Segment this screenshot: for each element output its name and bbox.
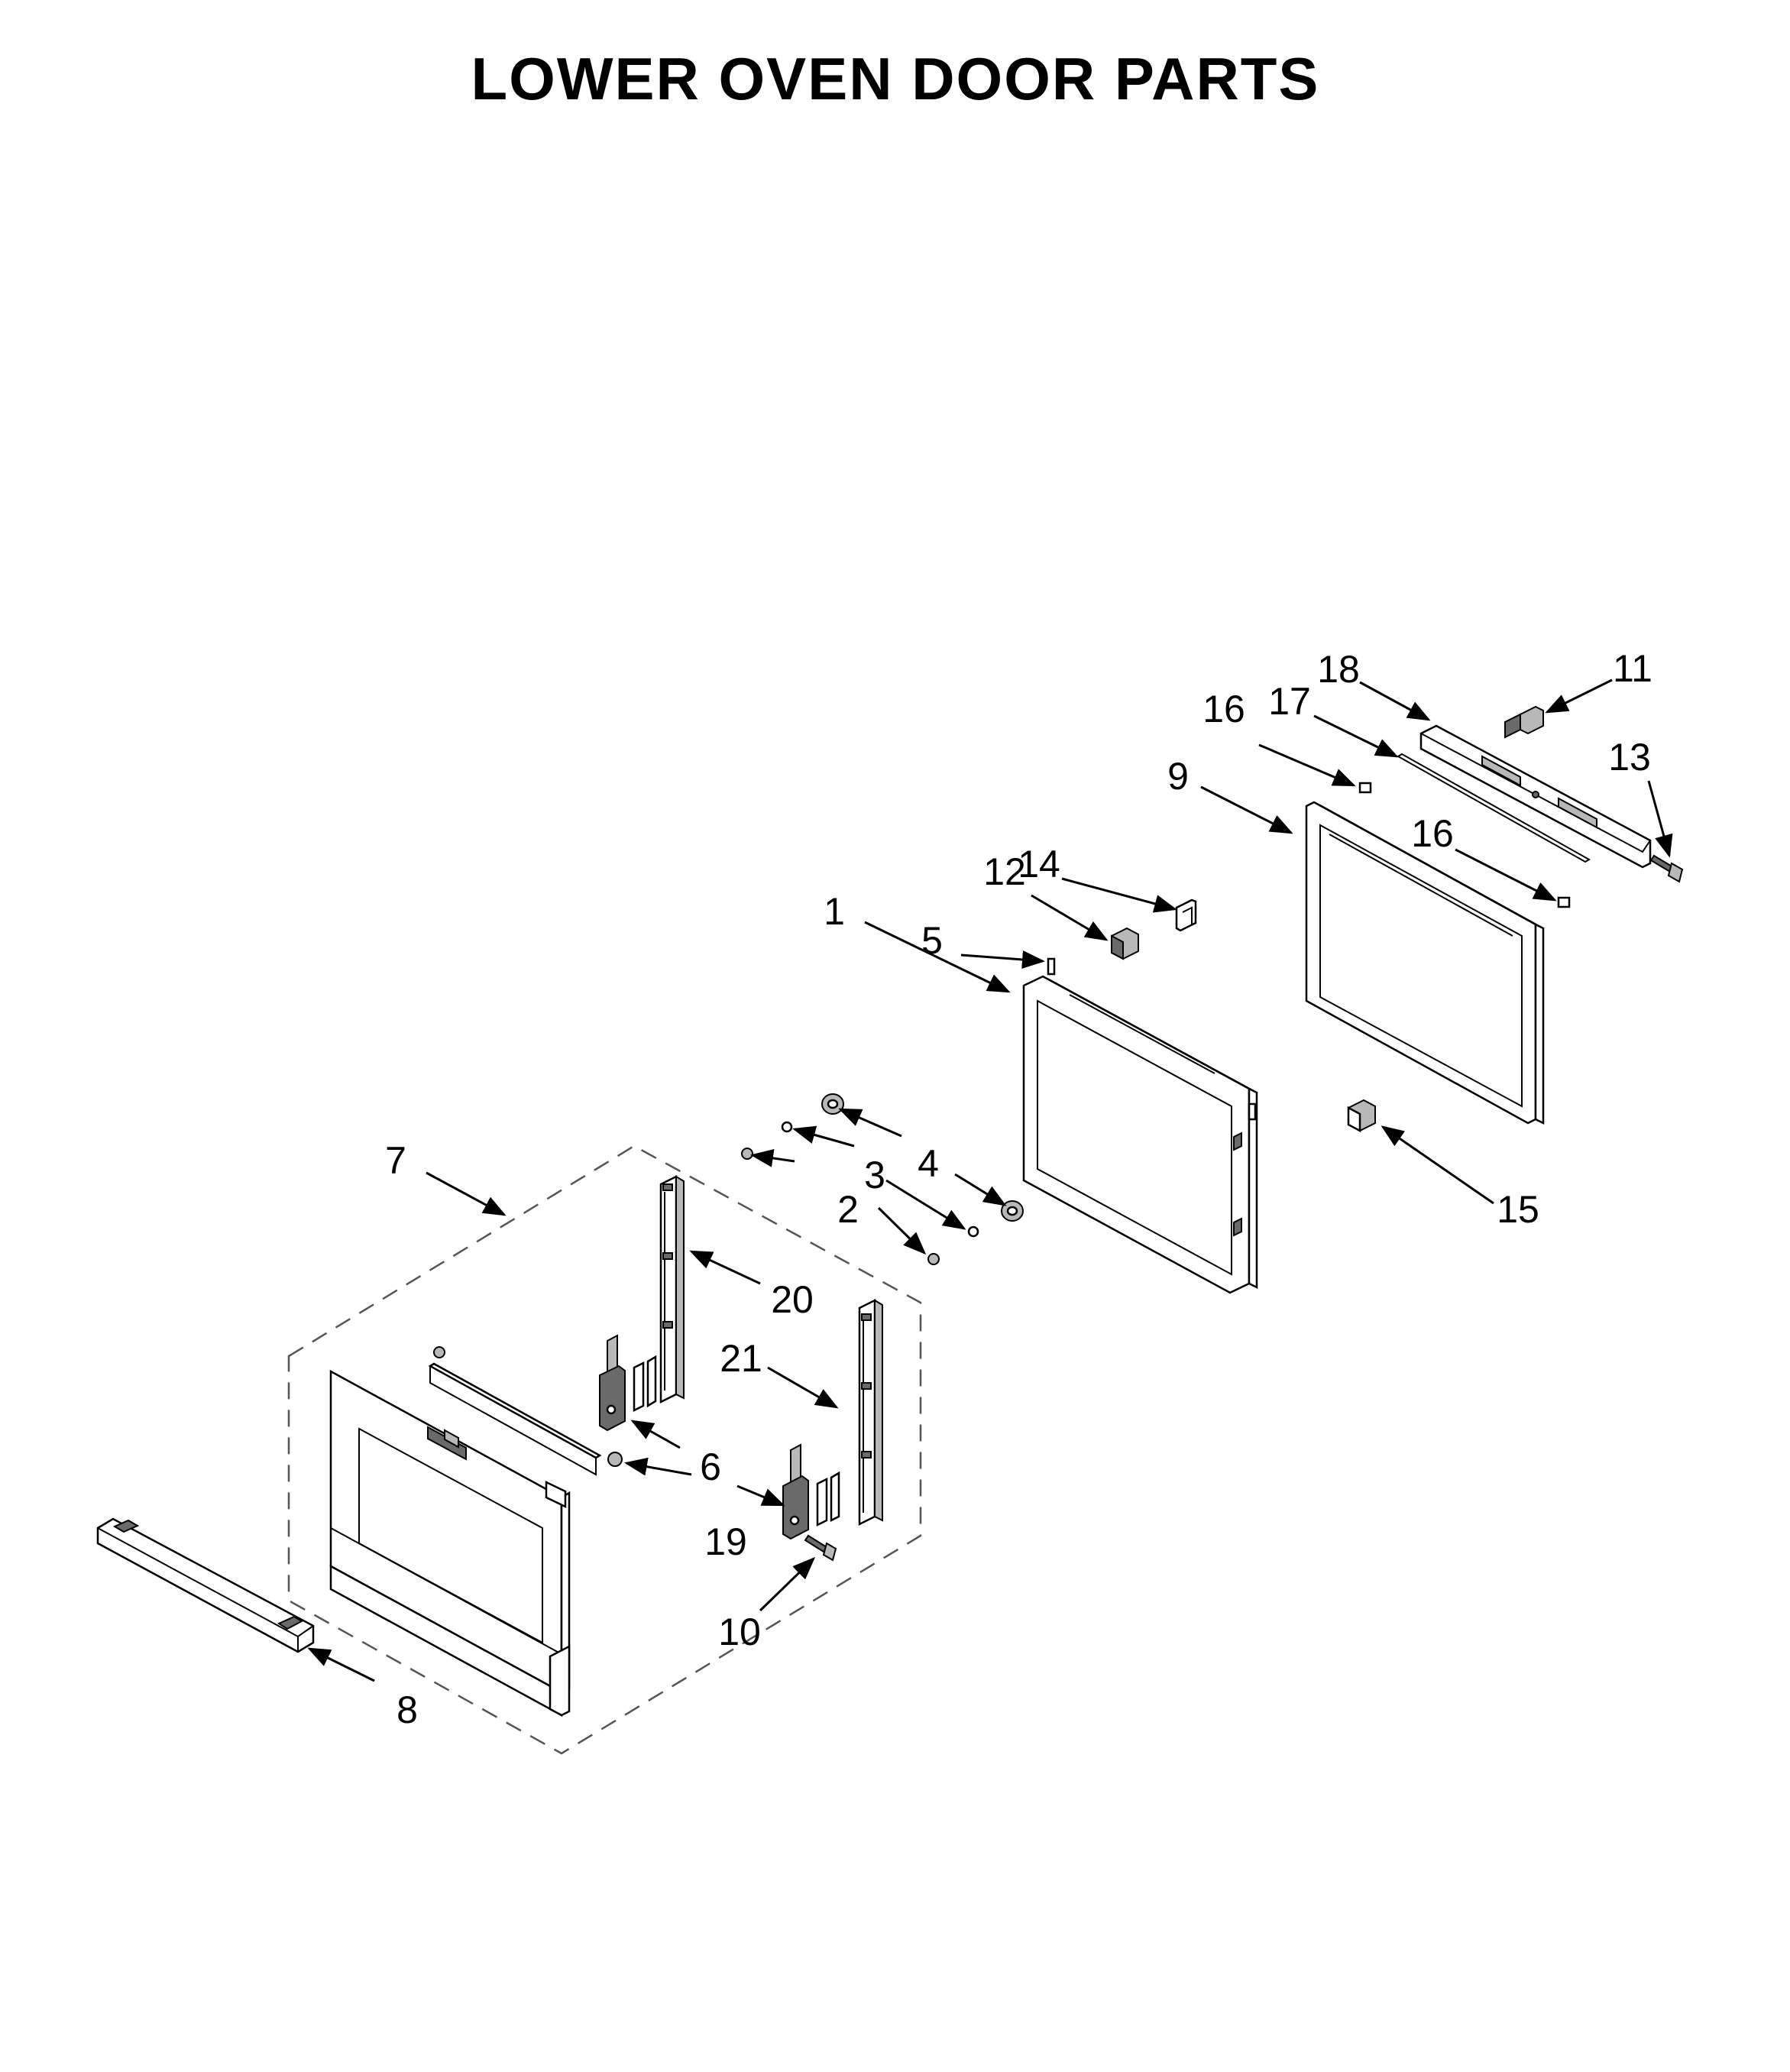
bolt-part-11 [1504,705,1544,739]
outer-door-panel [329,1346,571,1717]
callout-16-b: 16 [1411,812,1454,855]
page-title: LOWER OVEN DOOR PARTS [471,45,1320,112]
bottom-trim-part-8 [96,1517,315,1653]
top-trim-part-18 [1419,724,1652,869]
callout-13: 13 [1608,736,1651,779]
gasket-strip-part-17 [1397,753,1591,863]
callout-labels: 1 2 3 4 5 6 7 8 9 10 11 12 13 14 15 16 1… [385,647,1652,1731]
callout-2: 2 [837,1188,859,1231]
pad-part-5 [1047,957,1056,976]
latch-part-12 [1111,927,1139,960]
hinge-rail-part-20 [633,1174,685,1413]
door-glass-strip [428,1362,602,1459]
screw-part-13 [1649,854,1684,883]
callout-21: 21 [720,1337,762,1380]
washer-part-2-b [927,1253,940,1265]
callout-18: 18 [1317,648,1360,691]
callout-10: 10 [718,1611,761,1653]
callout-15: 15 [1497,1188,1539,1231]
callout-8: 8 [397,1688,418,1731]
washer-part-2-a [741,1148,753,1160]
pad-part-5-b [1248,1102,1257,1121]
washer-part-19 [607,1452,623,1467]
inner-glass-part-9 [1305,801,1545,1125]
washer-part-3-a [781,1121,793,1133]
callout-3: 3 [864,1154,885,1196]
callout-7: 7 [385,1139,406,1182]
hinge-rail-part-21 [816,1298,883,1527]
callout-1: 1 [824,890,845,933]
grommet-part-4-b [1001,1200,1024,1222]
callout-5: 5 [921,919,943,962]
bracket-part-14 [1175,898,1197,932]
door-assembly-outline [287,1144,922,1755]
callout-6: 6 [700,1446,721,1488]
callout-9: 9 [1167,755,1189,798]
callout-12: 12 [983,850,1026,893]
washer-part-3-b [967,1225,979,1238]
callout-19: 19 [704,1520,747,1563]
callout-16-a: 16 [1203,688,1245,730]
screw-part-10 [804,1534,837,1562]
inner-door-frame-part-1 [1022,975,1258,1294]
grommet-part-4-a [821,1093,844,1115]
pad-part-16-a [1358,782,1372,794]
leader-lines [307,678,1673,1682]
hinge-block-part-6-left [599,1334,626,1432]
pad-part-16-b [1557,896,1571,908]
callout-11: 11 [1613,647,1652,690]
callout-4: 4 [918,1142,939,1185]
hinge-block-part-6-right [782,1443,809,1540]
callout-14: 14 [1018,843,1060,885]
callout-17: 17 [1268,680,1311,723]
callout-20: 20 [771,1278,814,1321]
latch-part-15 [1347,1099,1376,1133]
